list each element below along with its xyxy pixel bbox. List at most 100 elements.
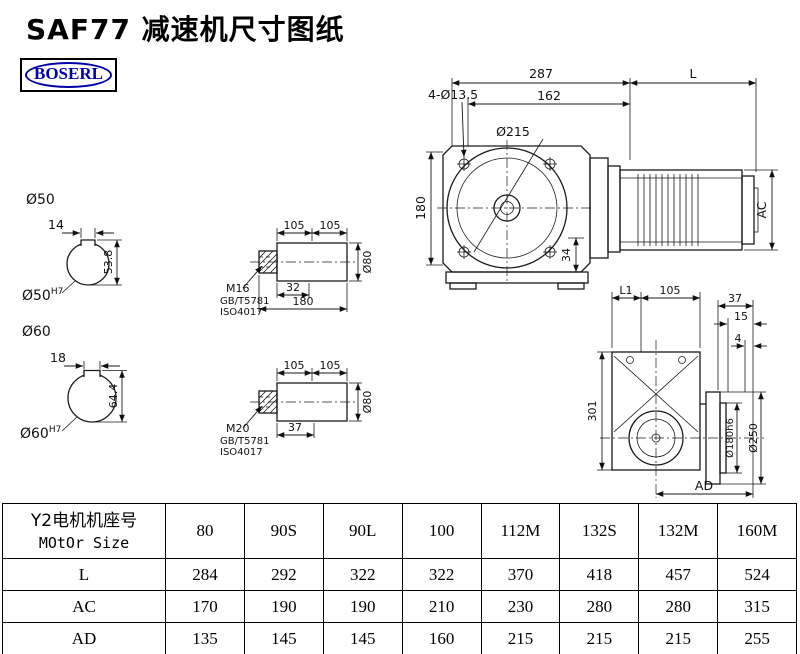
key-width-60-label: 18 bbox=[50, 350, 66, 365]
frame-size-cell: 90L bbox=[322, 503, 403, 559]
value-cell: 190 bbox=[322, 590, 403, 623]
output-spigot bbox=[719, 402, 727, 474]
bore-section-60: Ø60 18 64.4 Ø60H7 bbox=[20, 324, 127, 442]
key-height-50-label: 53.8 bbox=[102, 250, 115, 275]
bore-50-dia: Ø50 bbox=[22, 288, 51, 304]
value-cell: 170 bbox=[165, 590, 245, 623]
dim-105b-label: 105 bbox=[320, 219, 341, 232]
row-label-L: L bbox=[2, 558, 166, 591]
page-title: SAF77 减速机尺寸图纸 bbox=[26, 13, 345, 46]
row-label-AD: AD bbox=[2, 622, 166, 654]
table-row-L: L 284 292 322 322 370 418 457 524 bbox=[2, 558, 797, 591]
dim-37-detail-label: 37 bbox=[288, 421, 302, 434]
bore-section-50: Ø50 14 53.8 Ø50H7 bbox=[22, 192, 122, 304]
shaft-detail-m16: 105 105 M16 GB/T5781 ISO4017 32 180 Ø80 bbox=[220, 219, 374, 318]
value-cell: 457 bbox=[638, 558, 719, 591]
value-cell: 160 bbox=[401, 622, 482, 654]
bore-50-tol-label: Ø50H7 bbox=[22, 287, 63, 304]
std-gb-label: GB/T5781 bbox=[220, 296, 270, 307]
side-bolt bbox=[678, 356, 686, 364]
dim-AD-label: AD bbox=[695, 478, 713, 493]
dim-32-label: 32 bbox=[286, 281, 300, 294]
value-cell: 145 bbox=[322, 622, 403, 654]
value-cell: 210 bbox=[401, 590, 482, 623]
dim-37-side-label: 37 bbox=[728, 292, 742, 305]
motor-adapter bbox=[589, 157, 609, 259]
dim-105-side-label: 105 bbox=[660, 284, 681, 297]
value-cell: 322 bbox=[401, 558, 482, 591]
frame-size-cell: 90S bbox=[243, 503, 324, 559]
motor-size-header-en: MOtOr Size bbox=[38, 533, 130, 552]
dim-105a-label: 105 bbox=[284, 359, 305, 372]
gearbox-base bbox=[445, 271, 589, 284]
shaft-detail-m20: 105 105 M20 GB/T5781 ISO4017 37 Ø80 bbox=[220, 359, 374, 458]
frame-size-cell: 132S bbox=[559, 503, 640, 559]
brand-logo-text: BOSERL bbox=[25, 62, 112, 88]
dim-180-detail-label: 180 bbox=[293, 295, 314, 308]
dim-180-label: 180 bbox=[413, 196, 428, 220]
frame-size-cell: 132M bbox=[638, 503, 719, 559]
row-label-AC: AC bbox=[2, 590, 166, 623]
dim-L1-label: L1 bbox=[619, 284, 632, 297]
front-view: 287 L 162 4-Ø13.5 Ø215 180 34 AC bbox=[413, 66, 778, 290]
thread-m20-label: M20 bbox=[226, 422, 250, 435]
value-cell: 215 bbox=[480, 622, 561, 654]
motor-fan-cover bbox=[741, 175, 755, 245]
motor-fins bbox=[637, 174, 699, 246]
bore-60-tolerance: H7 bbox=[49, 425, 62, 435]
dim-287-label: 287 bbox=[529, 66, 553, 81]
value-cell: 524 bbox=[717, 558, 797, 591]
bore-50-tolerance: H7 bbox=[51, 287, 64, 297]
table-row-AC: AC 170 190 190 210 230 280 280 315 bbox=[2, 590, 797, 623]
side-bolt bbox=[626, 356, 634, 364]
motor-size-table: Y2电机机座号 MOtOr Size 80 90S 90L 100 112M 1… bbox=[2, 503, 797, 654]
frame-size-cell: 100 bbox=[401, 503, 482, 559]
value-cell: 284 bbox=[165, 558, 245, 591]
value-cell: 215 bbox=[559, 622, 640, 654]
dim-162-label: 162 bbox=[537, 88, 561, 103]
value-cell: 135 bbox=[165, 622, 245, 654]
value-cell: 230 bbox=[480, 590, 561, 623]
frame-size-cell: 80 bbox=[165, 503, 245, 559]
keyway-50 bbox=[80, 239, 96, 246]
dia-80-m16-label: Ø80 bbox=[361, 251, 374, 274]
keyway-60 bbox=[83, 369, 101, 377]
side-view: L1 105 37 15 4 301 Ø180h6 bbox=[586, 284, 767, 498]
gearbox-foot-left bbox=[449, 282, 477, 290]
dim-AC-label: AC bbox=[754, 201, 769, 218]
std-gb-label: GB/T5781 bbox=[220, 436, 270, 447]
table-header-row: Y2电机机座号 MOtOr Size 80 90S 90L 100 112M 1… bbox=[2, 503, 797, 559]
dia-215-label: Ø215 bbox=[496, 124, 530, 139]
dim-301-label: 301 bbox=[586, 401, 599, 422]
frame-size-cell: 160M bbox=[717, 503, 797, 559]
bolt-holes-label: 4-Ø13.5 bbox=[428, 87, 478, 102]
std-iso-label: ISO4017 bbox=[220, 447, 263, 458]
dim-4-label: 4 bbox=[735, 332, 742, 345]
dim-105a-label: 105 bbox=[284, 219, 305, 232]
dia-50-label: Ø50 bbox=[26, 192, 55, 208]
value-cell: 370 bbox=[480, 558, 561, 591]
dia-80-m20-label: Ø80 bbox=[361, 391, 374, 414]
brand-logo: BOSERL bbox=[20, 58, 117, 92]
hatch-m20 bbox=[258, 390, 278, 414]
dim-15-label: 15 bbox=[734, 310, 748, 323]
thread-m16-label: M16 bbox=[226, 282, 250, 295]
value-cell: 315 bbox=[717, 590, 797, 623]
table-row-AD: AD 135 145 145 160 215 215 215 255 bbox=[2, 622, 797, 654]
value-cell: 322 bbox=[322, 558, 403, 591]
bore-60-tol-label: Ø60H7 bbox=[20, 425, 61, 442]
bore-60-dia: Ø60 bbox=[20, 426, 49, 442]
key-width-50-label: 14 bbox=[48, 217, 64, 232]
value-cell: 145 bbox=[243, 622, 324, 654]
motor-bell bbox=[607, 165, 621, 253]
value-cell: 215 bbox=[638, 622, 719, 654]
dia-60-label: Ø60 bbox=[22, 324, 51, 340]
frame-size-cell: 112M bbox=[480, 503, 561, 559]
value-cell: 255 bbox=[717, 622, 797, 654]
value-cell: 280 bbox=[638, 590, 719, 623]
gearbox-foot-right bbox=[557, 282, 585, 290]
value-cell: 190 bbox=[243, 590, 324, 623]
value-cell: 292 bbox=[243, 558, 324, 591]
dia-180-label: Ø180h6 bbox=[724, 418, 736, 458]
